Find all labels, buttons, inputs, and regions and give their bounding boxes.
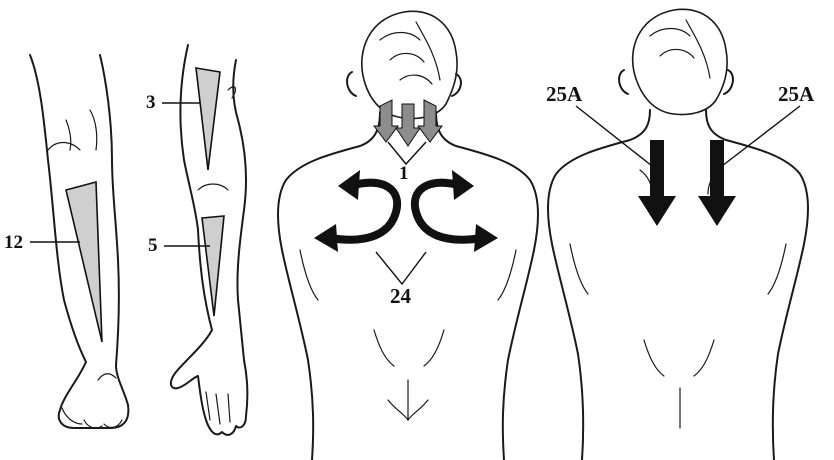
arm-upper-strip-shape: [196, 68, 220, 170]
neck-arrows: [374, 100, 442, 146]
shoulder-arrow-left: [638, 140, 676, 226]
shoulder-arrow-right: [698, 140, 736, 226]
leader-25a-right: [722, 106, 800, 166]
leg-strip-shape: [66, 182, 102, 342]
label-5: 5: [148, 236, 158, 255]
curved-arrow-right-lower-head: [474, 224, 498, 252]
shoulder-arrows: [638, 140, 736, 226]
curved-arrow-left-lower-head: [314, 224, 338, 252]
curved-arrow-right: [415, 183, 482, 240]
leader-25a-left: [576, 106, 652, 166]
label-24: 24: [390, 286, 411, 307]
label-1: 1: [399, 164, 409, 183]
leader-24: [376, 252, 426, 284]
label-25a-left: 25A: [546, 84, 582, 105]
curved-arrow-left-upper-head: [338, 170, 360, 200]
label-12: 12: [4, 233, 23, 252]
curved-arrow-left: [330, 183, 397, 240]
label-3: 3: [146, 93, 156, 112]
back-figure-1: [278, 11, 538, 460]
label-25a-right: 25A: [778, 84, 814, 105]
curved-arrow-right-upper-head: [452, 170, 474, 200]
back-figure-2: [548, 9, 808, 460]
